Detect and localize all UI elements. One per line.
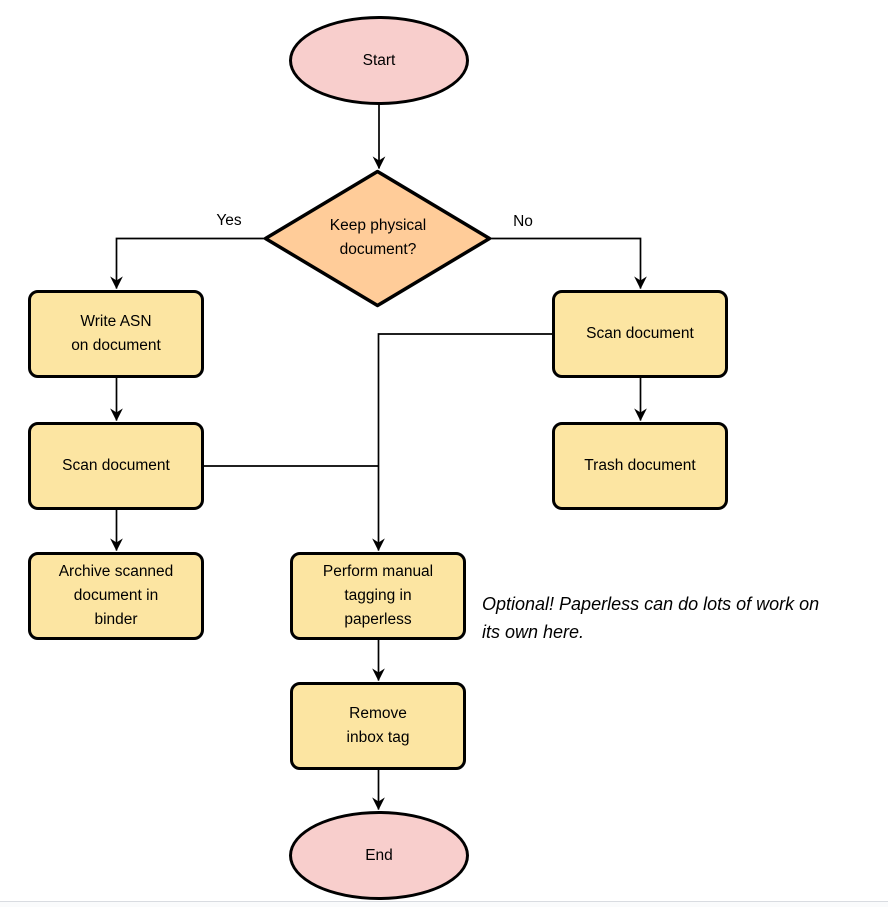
node-write-asn-on-document: Write ASN on document: [28, 290, 204, 378]
page-bottom-edge: [0, 901, 888, 907]
node-label: Trash document: [584, 457, 696, 474]
edge-decision-yes-to-write-asn: [110, 237, 266, 290]
node-label: End: [365, 846, 393, 864]
node-end: End: [289, 811, 469, 900]
decision-diamond-shape: [263, 169, 492, 308]
node-scan-document-right: Scan document: [552, 290, 728, 378]
edge-decision-no-to-scan-right: [489, 237, 647, 290]
node-label: Archive scanned document in binder: [58, 563, 174, 628]
node-remove-inbox-tag: Remove inbox tag: [290, 682, 466, 770]
node-label: Scan document: [62, 457, 170, 474]
node-trash-document: Trash document: [552, 422, 728, 510]
node-scan-document-left: Scan document: [28, 422, 204, 510]
node-label: Perform manual tagging in paperless: [322, 563, 434, 628]
edge-scan-right-to-tagging: [372, 333, 553, 552]
node-decision-label: Keep physical document?: [329, 217, 427, 258]
optional-note: Optional! Paperless can do lots of work …: [482, 594, 820, 642]
node-label: Write ASN on document: [71, 313, 161, 354]
node-start: Start: [289, 16, 469, 105]
node-label: Remove inbox tag: [346, 705, 410, 746]
edge-label-yes: Yes: [216, 212, 242, 229]
node-label: Start: [362, 51, 396, 69]
node-archive-scanned-document: Archive scanned document in binder: [28, 552, 204, 640]
node-label: Scan document: [586, 325, 694, 342]
node-perform-manual-tagging: Perform manual tagging in paperless: [290, 552, 466, 640]
edge-label-no: No: [513, 213, 533, 230]
